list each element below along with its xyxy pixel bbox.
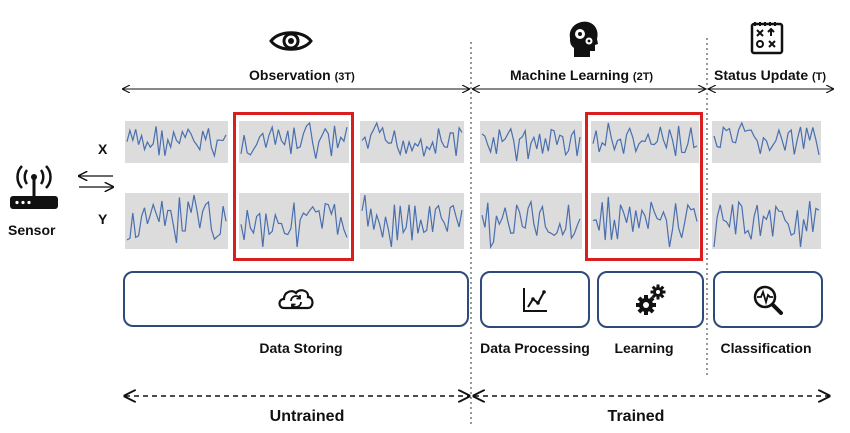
signal-waveform [240, 121, 348, 159]
data-storing-label: Data Storing [259, 340, 343, 356]
signal-waveform [592, 196, 698, 248]
signal-waveform [240, 202, 348, 248]
signal-waveform [713, 200, 820, 248]
strategy-board-icon [750, 22, 784, 55]
magnifier-pulse-icon [753, 285, 783, 315]
learning-label: Learning [614, 340, 674, 356]
eye-icon [269, 31, 313, 51]
signal-waveform [361, 194, 463, 248]
signal-panel [712, 121, 821, 163]
classification-box [713, 271, 823, 328]
axis-x-label: X [98, 141, 108, 157]
phase-label-status-update: Status Update (T) [714, 67, 826, 83]
phase-multiplier: (3T) [334, 71, 355, 83]
signal-panel [591, 193, 699, 249]
line-chart-icon [523, 287, 547, 312]
phase-label-observation: Observation (3T) [249, 67, 355, 83]
signal-panel [480, 121, 582, 163]
phase-multiplier: (2T) [632, 71, 654, 83]
untrained-label: Untrained [269, 408, 345, 425]
phase-name: Machine Learning [510, 67, 630, 83]
phase-multiplier: (T) [812, 71, 827, 83]
highlight-frame-machine-learning [585, 112, 703, 261]
axis-y-label: Y [98, 211, 108, 227]
gears-icon [635, 284, 665, 315]
signal-panel [360, 193, 464, 249]
highlight-frame-observation [233, 112, 354, 261]
signal-panel [360, 121, 464, 163]
cloud-sync-icon [278, 289, 314, 310]
data-processing-box [480, 271, 590, 328]
learning-box [597, 271, 704, 328]
sensor-label: Sensor [8, 222, 56, 238]
signal-waveform [126, 194, 227, 244]
signal-waveform [361, 121, 463, 157]
phase-name: Status Update [714, 67, 809, 83]
classification-label: Classification [720, 340, 812, 356]
data-processing-label: Data Processing [480, 340, 590, 356]
signal-panel [591, 121, 699, 163]
signal-waveform [481, 127, 581, 162]
brain-gears-icon [569, 21, 598, 57]
signal-panel [125, 121, 228, 163]
signal-waveform [126, 126, 227, 159]
signal-panel [480, 193, 582, 249]
phase-name: Observation [249, 67, 331, 83]
signal-panel [712, 193, 821, 249]
signal-waveform [592, 122, 698, 157]
trained-label: Trained [607, 408, 665, 425]
signal-panel [125, 193, 228, 249]
sensor-icon [10, 165, 58, 209]
signal-waveform [713, 121, 820, 156]
signal-panel [239, 121, 349, 163]
data-storing-box [123, 271, 469, 327]
phase-label-machine-learning: Machine Learning (2T) [510, 67, 653, 83]
signal-panel [239, 193, 349, 249]
signal-waveform [481, 199, 581, 249]
